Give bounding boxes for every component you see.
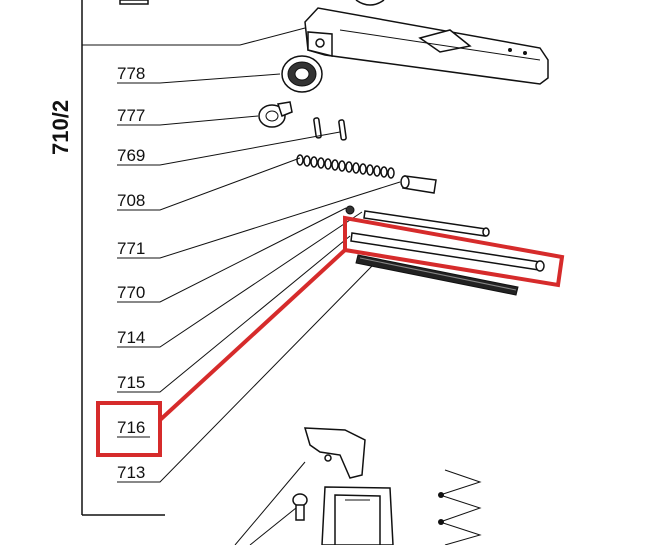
plunger-part — [400, 175, 437, 194]
top-partial-part — [119, 0, 149, 5]
zigzag-spring-part — [438, 469, 482, 545]
diagram-title: 710/2 — [48, 100, 73, 155]
pin-part — [313, 117, 322, 139]
coil-spring-part — [296, 154, 395, 179]
screw-part — [292, 493, 308, 521]
part-label-777: 777 — [117, 106, 145, 125]
magazine-part — [321, 486, 394, 545]
part-label-778: 778 — [117, 64, 145, 83]
part-label-771: 771 — [117, 239, 145, 258]
highlight-annotation — [96, 215, 565, 457]
pin-part — [338, 119, 347, 141]
long-spring-part — [355, 254, 519, 296]
part-label-714: 714 — [117, 328, 145, 347]
part-label-708: 708 — [117, 191, 145, 210]
rod-part — [363, 210, 490, 237]
ball-part — [345, 205, 355, 215]
frame-top-leader — [82, 27, 306, 46]
part-label-716: 716 — [117, 418, 145, 437]
top-partial-ring — [355, 0, 385, 6]
knurled-wheel-part — [281, 55, 323, 93]
highlighted-rod-part — [350, 232, 545, 272]
part-label-713: 713 — [117, 463, 145, 482]
part-label-715: 715 — [117, 373, 145, 392]
bushing-part — [258, 101, 293, 128]
lever-part — [303, 427, 366, 479]
extra-leaders — [234, 461, 306, 545]
part-label-770: 770 — [117, 283, 145, 302]
housing-part — [304, 7, 549, 85]
part-label-769: 769 — [117, 146, 145, 165]
